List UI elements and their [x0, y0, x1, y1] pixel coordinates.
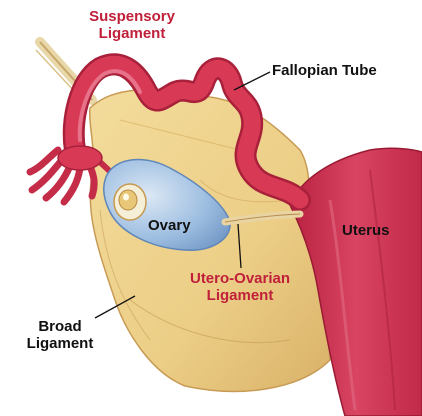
- ovary-shape: [102, 158, 231, 251]
- uterus-shape: [289, 147, 422, 416]
- label-ovary: Ovary: [148, 217, 191, 234]
- leader-line-utero-ovarian: [237, 223, 242, 269]
- leader-line-broad: [94, 295, 136, 319]
- label-suspensory-ligament: Suspensory Ligament: [72, 8, 192, 42]
- label-utero-ovarian-ligament: Utero-Ovarian Ligament: [175, 270, 305, 304]
- label-broad-line2: Ligament: [26, 335, 94, 352]
- label-suspensory-line1: Suspensory: [89, 8, 175, 25]
- utero-ovarian-ligament-shape: [221, 210, 304, 226]
- label-broad-line1: Broad: [38, 318, 82, 335]
- label-suspensory-line2: Ligament: [98, 25, 166, 42]
- leader-lines: [94, 71, 271, 319]
- label-utero-ovarian-line1: Utero-Ovarian: [189, 270, 291, 287]
- fallopian-tube-shape: [62, 53, 311, 211]
- label-uterus: Uterus: [342, 222, 390, 239]
- label-broad-ligament: Broad Ligament: [12, 318, 108, 352]
- leader-line-fallopian: [233, 71, 271, 91]
- label-fallopian-tube: Fallopian Tube: [272, 62, 377, 79]
- label-utero-ovarian-line2: Ligament: [206, 287, 274, 304]
